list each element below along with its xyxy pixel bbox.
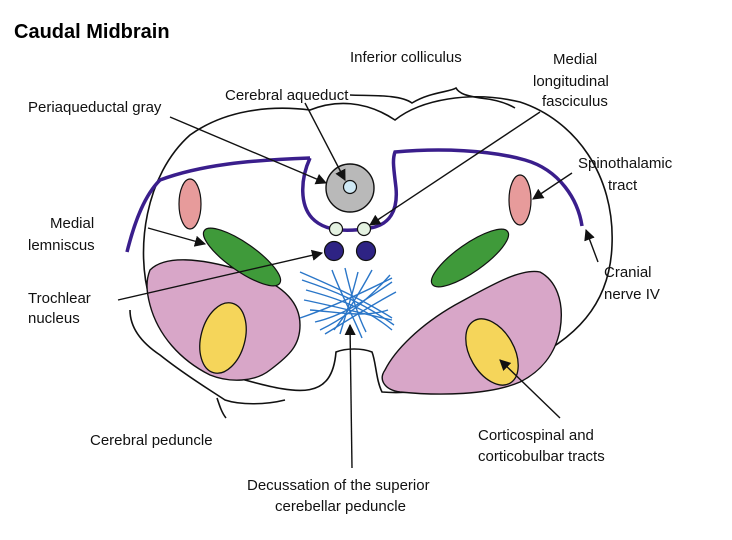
label-mlf-line1: Medial [553,51,597,68]
inferior-colliculus-bracket [349,86,516,109]
label-medial-lemniscus-line1: Medial [50,215,94,232]
cerebral-aqueduct [342,179,358,195]
mlf-left [328,221,344,237]
arrow-decussation [344,323,356,469]
corticospinal-left [199,302,247,374]
spinothalamic-right [508,174,532,226]
label-spinothalamic-line2: tract [608,177,638,194]
arrow-cranial-nerve [584,228,599,263]
label-cerebral-aqueduct: Cerebral aqueduct [225,87,349,104]
cerebral-peduncle-bracket [129,309,286,405]
label-decussation-line2: cerebellar peduncle [275,498,406,515]
spinothalamic-left [178,178,202,230]
label-mlf-line3: fasciculus [542,93,608,110]
cerebral-peduncle-bracket-tick [216,397,227,419]
label-spinothalamic-line1: Spinothalamic [578,155,673,172]
label-corticospinal-line1: Corticospinal and [478,427,594,444]
arrow-spinothalamic [532,172,573,200]
medial-lemniscus-right [430,228,510,288]
arrow-periaqueductal-gray [169,116,328,185]
trochlear-nucleus-left [323,240,345,262]
arrow-cerebral-aqueduct [304,102,346,181]
arrow-corticospinal [499,359,561,419]
diagram-title: Caudal Midbrain [14,21,170,43]
label-inferior-colliculus: Inferior colliculus [350,49,462,66]
arrow-trochlear-nucleus [117,249,324,301]
label-mlf-line2: longitudinal [533,73,609,90]
cranial-nerve-iv [125,148,584,253]
label-medial-lemniscus-line2: lemniscus [28,237,95,254]
label-cranial-nerve-line1: Cranial [604,264,652,281]
trochlear-nucleus-right [355,240,377,262]
arrow-medial-lemniscus [147,227,207,247]
label-corticospinal-line2: corticobulbar tracts [478,448,605,465]
label-trochlear-line2: nucleus [28,310,80,327]
arrow-medial-longitudinal-fasciculus [369,111,541,226]
label-periaqueductal-gray: Periaqueductal gray [28,99,162,116]
label-cranial-nerve-line2: nerve IV [604,286,660,303]
label-decussation-line1: Decussation of the superior [247,477,430,494]
mlf-right [356,221,372,237]
label-cerebral-peduncle: Cerebral peduncle [90,432,213,449]
medial-lemniscus-left [202,227,282,287]
label-trochlear-line1: Trochlear [28,290,91,307]
decussation-fibers [299,267,397,339]
